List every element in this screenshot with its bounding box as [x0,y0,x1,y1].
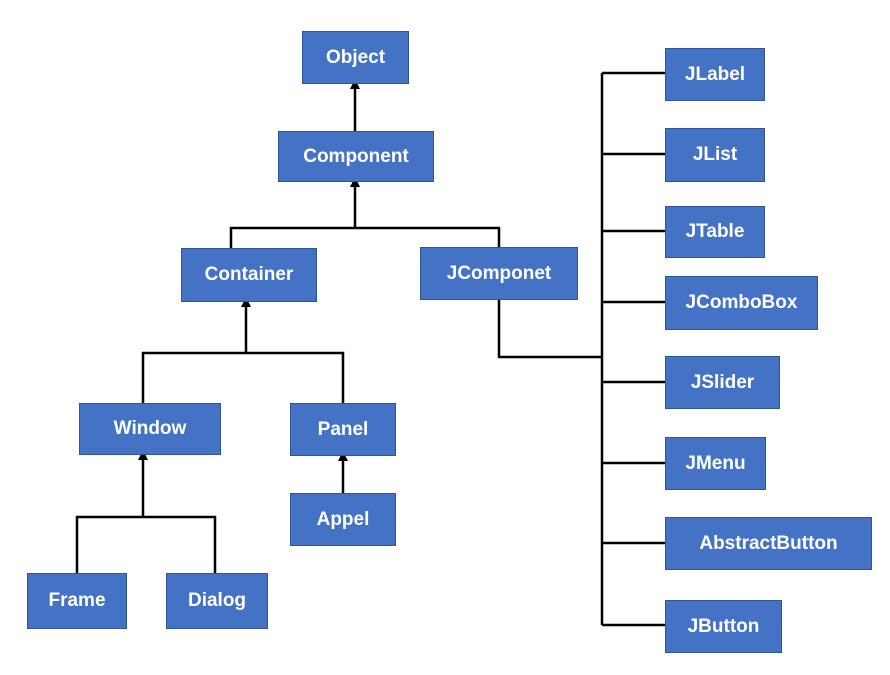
node-jtable: JTable [665,206,765,258]
node-window: Window [79,403,221,455]
node-applet: Appel [290,493,396,546]
edge-frame-dialog-bracket [75,515,217,573]
node-dialog: Dialog [166,573,268,629]
node-jbutton: JButton [665,600,782,653]
edge-jcomponent-bus [497,300,602,359]
node-jlist: JList [665,128,765,182]
node-jlabel: JLabel [665,48,765,101]
node-jcomponent: JComponet [420,247,578,300]
node-container: Container [181,248,317,302]
node-abstractbutton: AbstractButton [665,517,872,570]
node-object: Object [302,31,409,84]
edge-window-panel-bracket [141,351,345,403]
node-frame: Frame [27,573,127,629]
node-jslider: JSlider [665,356,780,409]
node-panel: Panel [290,403,396,456]
node-jmenu: JMenu [665,437,766,490]
edge-container-component-bracket [229,226,501,248]
node-component: Component [278,131,434,182]
node-jcombobox: JComboBox [665,276,818,330]
